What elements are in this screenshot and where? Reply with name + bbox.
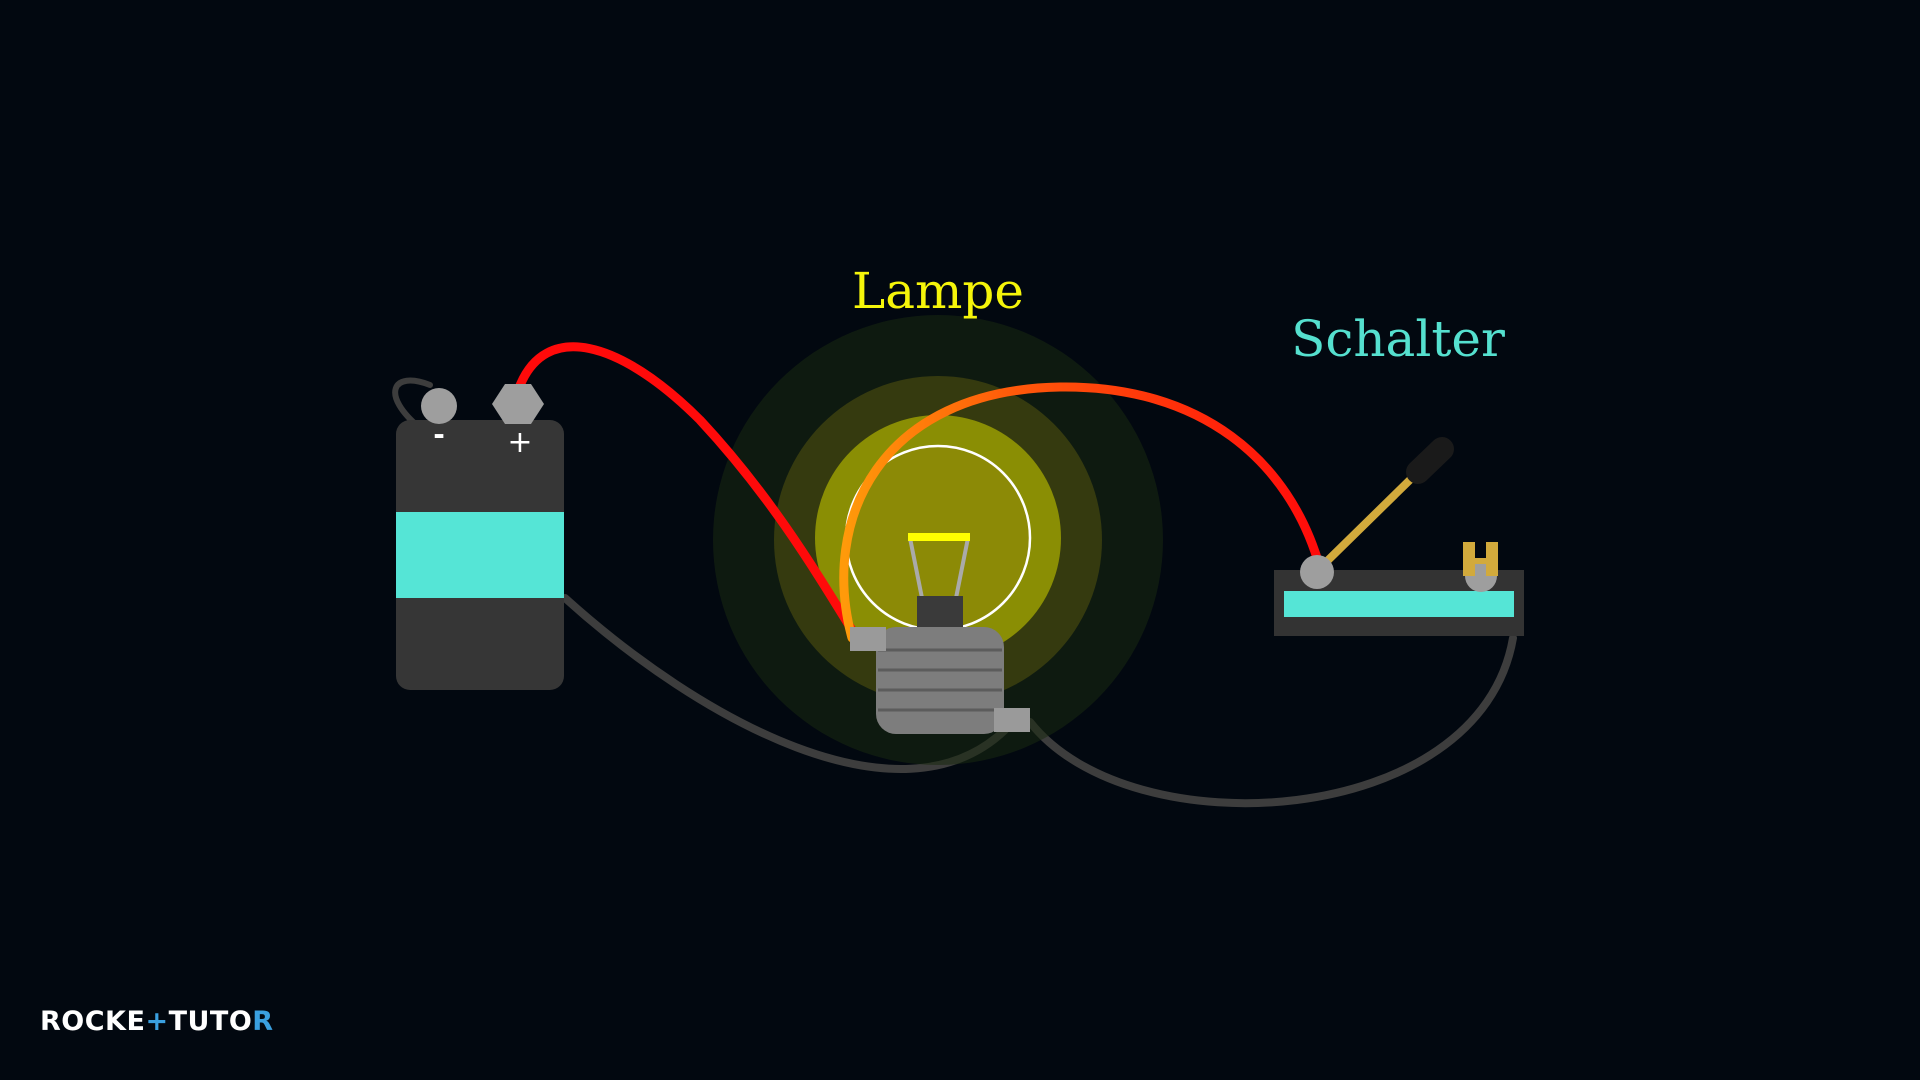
- switch-stripe: [1284, 591, 1514, 617]
- switch-label: Schalter: [1291, 310, 1505, 368]
- switch-pivot: [1300, 555, 1334, 589]
- switch-lever: [1313, 468, 1422, 575]
- battery-stripe: [396, 512, 564, 598]
- logo-accent-r: R: [252, 1006, 274, 1037]
- switch-clip-bridge: [1463, 558, 1498, 564]
- return-wire-lamp-to-switch: [1026, 634, 1517, 808]
- logo-text-part1: ROCKE: [40, 1006, 146, 1037]
- lamp-socket: [876, 627, 1004, 734]
- rocket-tutor-logo: ROCKE+TUTOR: [40, 1008, 274, 1035]
- battery-plus-sign: +: [507, 425, 532, 460]
- logo-text-part2: TUTO: [168, 1006, 253, 1037]
- switch-lever-handle: [1406, 437, 1454, 484]
- lamp-terminal-right: [994, 708, 1030, 732]
- lamp-filament: [908, 533, 970, 541]
- lamp-label: Lampe: [852, 262, 1024, 320]
- battery-minus-lead: [392, 377, 433, 431]
- battery-minus-sign: -: [433, 418, 445, 451]
- lamp-terminal-left: [850, 627, 886, 651]
- battery: - +: [392, 377, 564, 690]
- live-wire-lamp-to-switch: [839, 382, 1325, 643]
- live-wire-battery-to-lamp: [514, 342, 860, 640]
- lamp-support-right: [954, 537, 970, 599]
- lamp-support-left: [908, 537, 924, 599]
- battery-plus-terminal: [492, 384, 544, 424]
- logo-accent-plus: +: [145, 1006, 169, 1037]
- switch: [1274, 437, 1524, 636]
- lamp-socket-ribs: [878, 648, 1002, 712]
- lamp: [850, 533, 1030, 734]
- battery-minus-terminal: [421, 388, 457, 424]
